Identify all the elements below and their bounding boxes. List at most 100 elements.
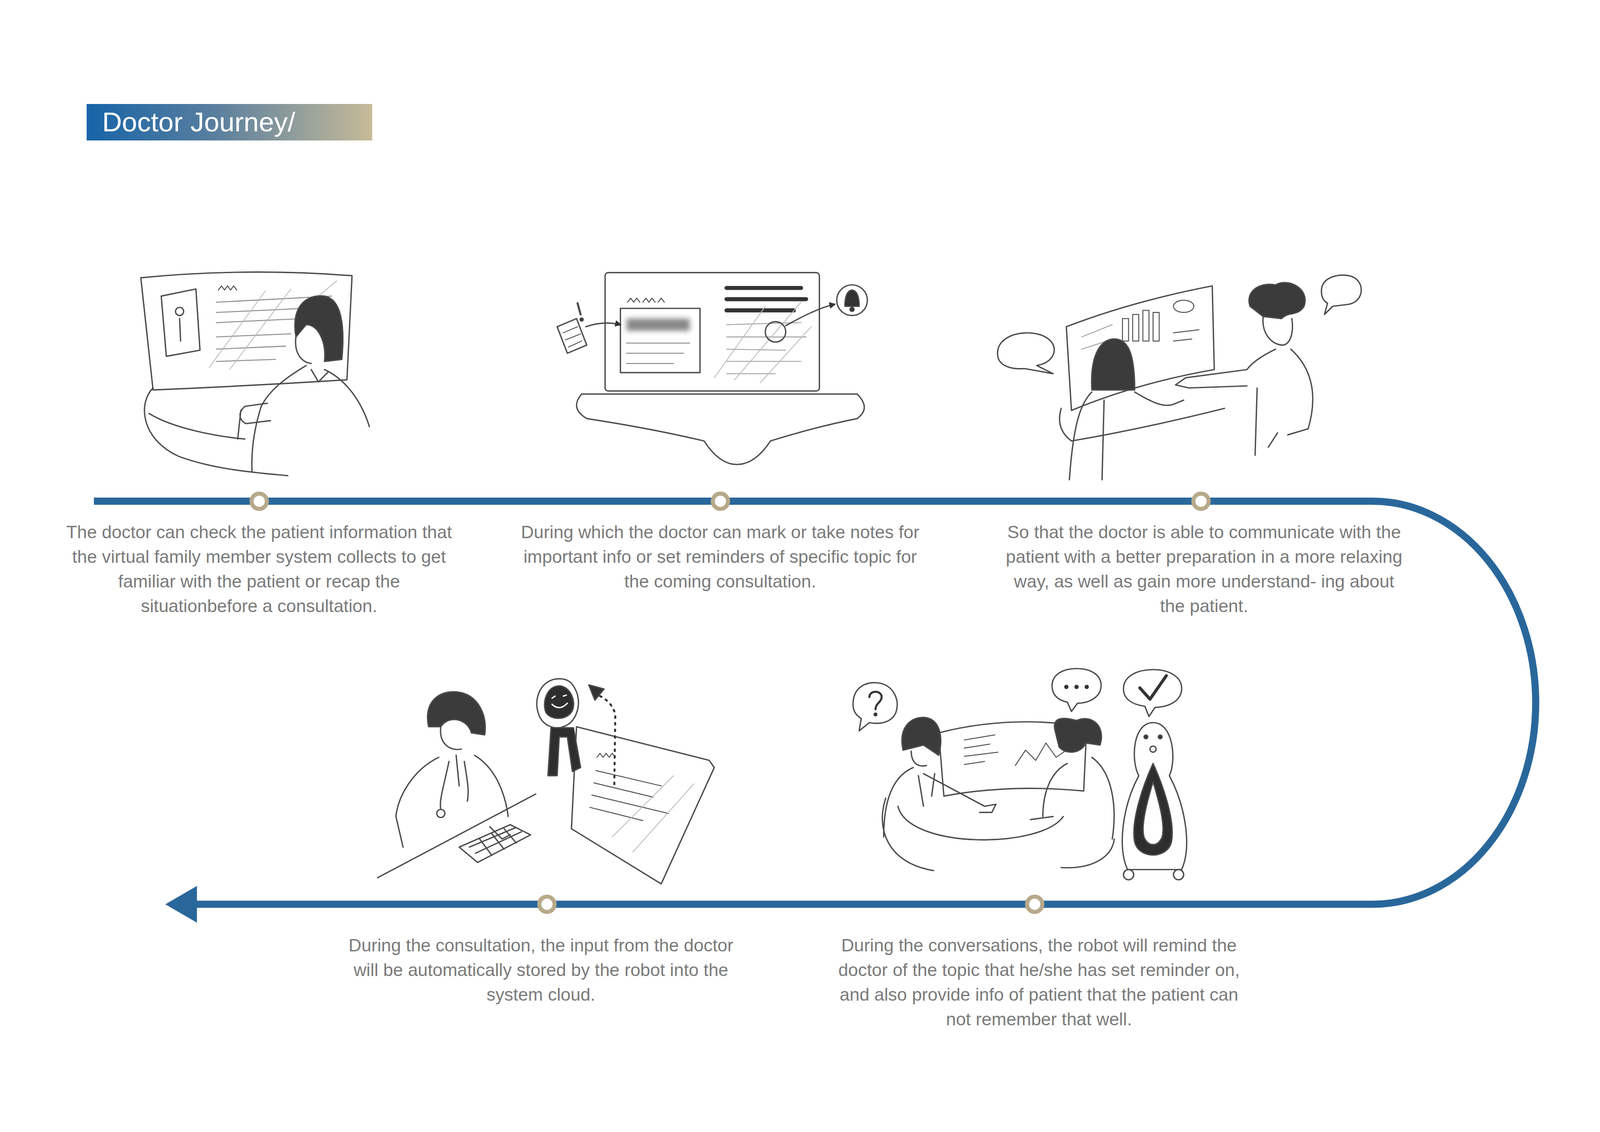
step-caption: During the conversations, the robot will… — [836, 933, 1242, 1032]
scene-conversation — [1142, 781, 1164, 845]
scene-discussion — [1142, 310, 1149, 342]
bubble-symbol — [1064, 685, 1068, 689]
scene-notes — [836, 285, 868, 316]
bubble-symbol — [873, 712, 877, 716]
scene-notes — [620, 308, 701, 373]
scene-notes — [605, 272, 820, 392]
scene-notes — [557, 272, 868, 465]
scene-input — [612, 775, 694, 853]
scene-input — [544, 685, 574, 719]
scene-input — [571, 726, 715, 884]
thought-bubble — [1052, 668, 1102, 712]
step-caption-box: During which the doctor can mark or take… — [519, 519, 921, 594]
scene-review — [295, 337, 312, 364]
timeline-dot — [712, 493, 729, 510]
scene-notes — [585, 322, 621, 327]
scene-notes — [626, 318, 691, 331]
scene-conversation — [883, 767, 996, 837]
scene-conversation — [911, 751, 927, 766]
scene-input — [377, 678, 715, 884]
speech-bubble — [1321, 275, 1362, 315]
scene-input — [440, 726, 462, 750]
step-caption-box: The doctor can check the patient informa… — [58, 519, 460, 619]
step-caption: During which the doctor can mark or take… — [519, 519, 921, 594]
scene-notes — [785, 304, 835, 326]
step-caption-box: During the conversations, the robot will… — [836, 933, 1242, 1032]
thought-bubble — [852, 668, 1182, 731]
scene-discussion — [1059, 408, 1225, 442]
title-banner: Doctor Journey/ — [86, 103, 373, 141]
bubble-symbol — [869, 691, 882, 710]
scene-discussion — [1122, 318, 1129, 341]
scene-input — [436, 809, 446, 818]
scene-conversation — [1122, 722, 1187, 870]
scene-notes — [627, 298, 665, 303]
scene-notes — [577, 303, 581, 315]
speech-bubble — [997, 275, 1362, 374]
scene-conversation — [898, 806, 1064, 841]
scene-review — [149, 413, 245, 440]
step-caption-box: So that the doctor is able to communicat… — [1001, 519, 1408, 619]
scene-review — [218, 285, 237, 291]
scene-conversation — [1030, 757, 1115, 868]
scene-notes — [563, 326, 582, 348]
scene-discussion — [1173, 300, 1195, 313]
step-caption: So that the doctor is able to communicat… — [1001, 519, 1408, 619]
scene-input — [427, 691, 485, 735]
scene-conversation — [1158, 735, 1163, 739]
scene-conversation — [1173, 869, 1184, 880]
scene-input — [551, 695, 568, 708]
scene-notes — [576, 394, 865, 465]
scene-notes — [765, 321, 786, 343]
scene-review — [251, 365, 370, 472]
scene-notes — [726, 287, 807, 311]
scene-review — [140, 272, 353, 391]
scene-review — [237, 403, 271, 439]
scene-review — [295, 296, 343, 362]
scene-input — [600, 696, 616, 786]
scene-discussion — [1132, 314, 1139, 342]
bubble-symbol — [1075, 685, 1079, 689]
bubble-symbol — [869, 675, 1167, 717]
scene-review — [144, 388, 288, 476]
scene-discussion — [1248, 282, 1305, 319]
scene-input — [459, 824, 531, 863]
scene-discussion — [1173, 329, 1200, 342]
scene-conversation — [882, 717, 1187, 880]
scene-input — [536, 678, 579, 728]
scene-discussion — [1059, 282, 1313, 480]
timeline-dot — [251, 493, 267, 510]
scene-conversation — [882, 798, 935, 871]
scene-review — [311, 369, 329, 382]
scene-conversation — [902, 717, 941, 756]
timeline-dot — [1027, 896, 1043, 913]
scene-input — [440, 761, 468, 810]
bubble-symbol — [1139, 675, 1167, 700]
bubble-symbol — [1085, 685, 1089, 689]
scene-input — [588, 685, 605, 701]
thought-bubble — [852, 682, 898, 731]
scene-conversation — [1149, 746, 1156, 753]
step-caption-box: During the consultation, the input from … — [340, 933, 742, 1008]
step-caption: During the consultation, the input from … — [340, 933, 742, 1008]
scene-conversation — [1054, 718, 1102, 753]
timeline-dot — [539, 896, 555, 913]
scene-review — [140, 272, 370, 476]
scene-notes — [714, 302, 812, 384]
scene-input — [377, 794, 536, 878]
scene-discussion — [1066, 285, 1215, 411]
scene-review — [175, 307, 184, 316]
scene-input — [489, 826, 511, 840]
scene-input — [589, 753, 669, 821]
scene-notes — [844, 290, 859, 307]
step-caption: The doctor can check the patient informa… — [58, 519, 460, 619]
scene-notes — [726, 322, 807, 374]
scene-notes — [557, 318, 588, 354]
scene-conversation — [1143, 735, 1148, 739]
scene-notes — [850, 307, 855, 312]
scene-discussion — [1153, 312, 1159, 342]
title: Doctor Journey/ — [102, 103, 357, 141]
scene-conversation — [1123, 869, 1134, 880]
scene-discussion — [1069, 392, 1185, 480]
scene-review — [179, 318, 181, 341]
